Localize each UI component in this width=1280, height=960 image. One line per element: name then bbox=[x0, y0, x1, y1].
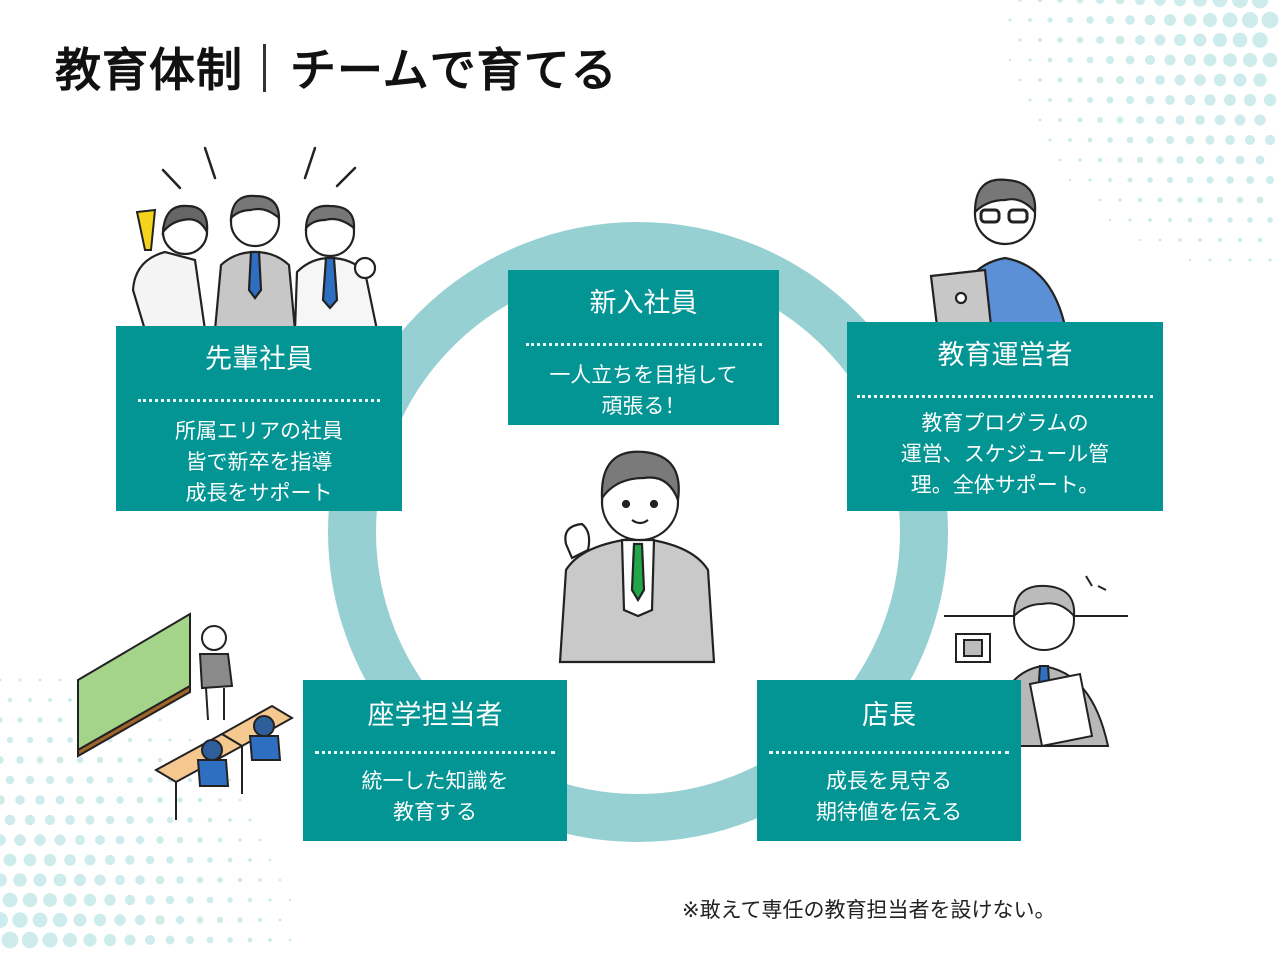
footnote: ※敢えて専任の教育担当者を設けない。 bbox=[682, 898, 1056, 922]
operator-divider bbox=[857, 395, 1153, 398]
newcomer-heading: 新入社員 bbox=[589, 288, 698, 319]
newcomer-divider bbox=[525, 343, 762, 346]
box-newcomer: 新入社員 一人立ちを目指して 頑張る！ bbox=[508, 270, 779, 425]
senior-heading: 先輩社員 bbox=[205, 344, 313, 375]
new-employee-illustration bbox=[558, 450, 716, 664]
classroom-illustration bbox=[77, 612, 294, 820]
operator-body: 教育プログラムの 運営、スケジュール管 理。全体サポート。 bbox=[900, 411, 1110, 497]
senior-body: 所属エリアの社員 皆で新卒を指導 成長をサポート bbox=[175, 419, 343, 505]
title-separator bbox=[263, 44, 266, 92]
senior-divider bbox=[138, 399, 380, 402]
cheering-seniors-illustration bbox=[131, 146, 379, 332]
manager-body: 成長を見守る 期待値を伝える bbox=[815, 769, 963, 824]
lecturer-body: 統一した知識を 教育する bbox=[361, 769, 509, 824]
lecturer-divider bbox=[315, 751, 555, 754]
box-lecturer: 座学担当者 統一した知識を 教育する bbox=[303, 680, 567, 841]
manager-heading: 店長 bbox=[862, 700, 916, 731]
title-main: 教育体制 bbox=[55, 43, 243, 97]
newcomer-body: 一人立ちを目指して 頑張る！ bbox=[549, 363, 738, 418]
box-manager: 店長 成長を見守る 期待値を伝える bbox=[757, 680, 1021, 841]
store-manager-illustration bbox=[944, 575, 1128, 748]
page-title: 教育体制チームで育てる bbox=[55, 44, 618, 93]
box-senior: 先輩社員 所属エリアの社員 皆で新卒を指導 成長をサポート bbox=[116, 326, 402, 511]
manager-divider bbox=[769, 751, 1009, 754]
box-operator: 教育運営者 教育プログラムの 運営、スケジュール管 理。全体サポート。 bbox=[847, 322, 1163, 511]
title-sub: チームで育てる bbox=[290, 43, 618, 97]
laptop-worker-illustration bbox=[929, 178, 1067, 328]
lecturer-heading: 座学担当者 bbox=[367, 700, 503, 731]
operator-heading: 教育運営者 bbox=[937, 340, 1073, 371]
